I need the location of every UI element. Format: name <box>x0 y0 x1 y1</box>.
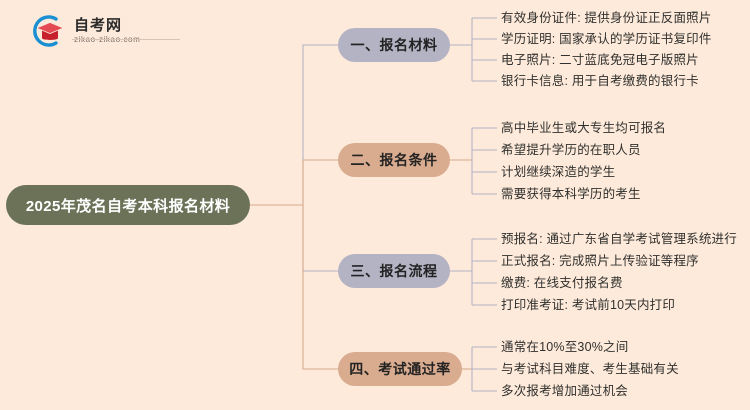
branch-node-4[interactable]: 四、考试通过率 <box>338 352 462 386</box>
logo-text-block: 自考网 zikao-zikao.com <box>74 18 140 44</box>
leaf-item[interactable]: 与考试科目难度、考生基础有关 <box>501 362 679 376</box>
leaf-item[interactable]: 多次报考增加通过机会 <box>501 384 629 398</box>
leaf-item[interactable]: 缴费: 在线支付报名费 <box>501 276 623 290</box>
leaf-item[interactable]: 计划继续深造的学生 <box>501 165 616 179</box>
leaf-item[interactable]: 有效身份证件: 提供身份证正反面照片 <box>501 11 712 25</box>
branch-node-3[interactable]: 三、报名流程 <box>338 254 450 288</box>
root-node[interactable]: 2025年茂名自考本科报名材料 <box>6 185 250 225</box>
leaf-item[interactable]: 通常在10%至30%之间 <box>501 340 629 354</box>
branch-node-1[interactable]: 一、报名材料 <box>338 28 450 62</box>
leaf-item[interactable]: 高中毕业生或大专生均可报名 <box>501 121 667 135</box>
leaf-item[interactable]: 正式报名: 完成照片上传验证等程序 <box>501 254 699 268</box>
leaf-item[interactable]: 打印准考证: 考试前10天内打印 <box>501 298 676 312</box>
logo-divider <box>72 39 180 40</box>
site-logo: 自考网 zikao-zikao.com <box>26 10 180 52</box>
leaf-item[interactable]: 电子照片: 二寸蓝底免冠电子版照片 <box>501 53 699 67</box>
leaf-item[interactable]: 需要获得本科学历的考生 <box>501 187 641 201</box>
leaf-item[interactable]: 学历证明: 国家承认的学历证书复印件 <box>501 32 712 46</box>
graduation-cap-logo-icon <box>26 11 66 51</box>
leaf-item[interactable]: 预报名: 通过广东省自学考试管理系统进行 <box>501 232 737 246</box>
leaf-item[interactable]: 希望提升学历的在职人员 <box>501 143 641 157</box>
logo-title: 自考网 <box>74 16 123 34</box>
branch-node-2[interactable]: 二、报名条件 <box>338 143 450 177</box>
leaf-item[interactable]: 银行卡信息: 用于自考缴费的银行卡 <box>501 74 699 88</box>
